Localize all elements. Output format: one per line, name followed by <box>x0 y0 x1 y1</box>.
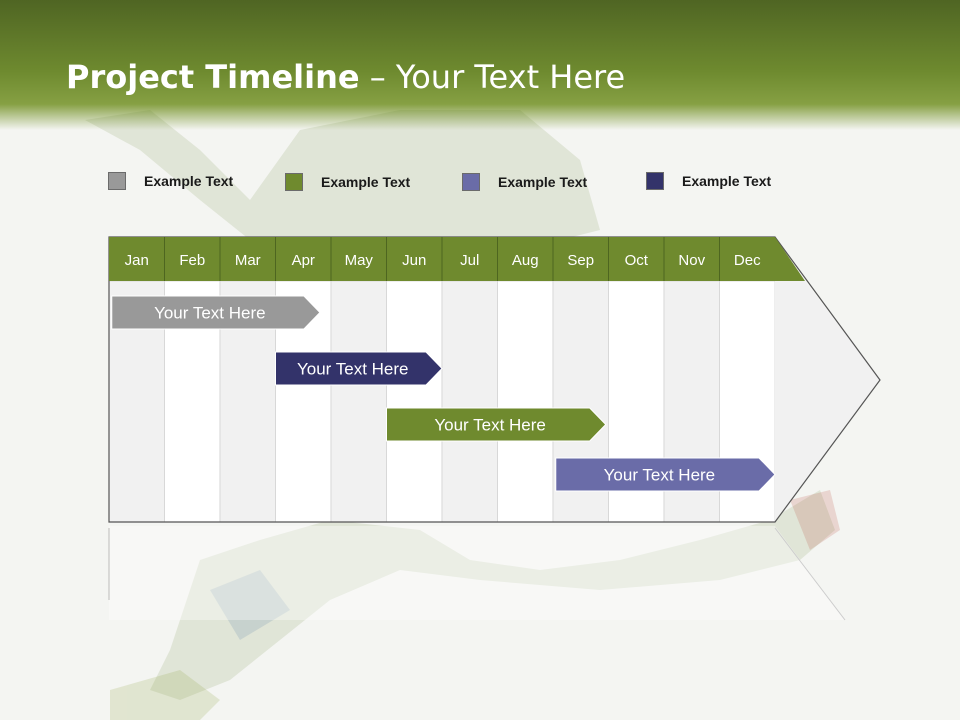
month-label-sep: Sep <box>567 252 594 269</box>
legend-swatch-2 <box>285 173 303 191</box>
legend-item-1: Example Text <box>108 171 233 191</box>
month-labels: Jan Feb Mar Apr May Jun Jul Aug Sep Oct Nov Dec <box>125 252 761 269</box>
legend-label-3: Example Text <box>498 174 588 190</box>
chart-reflection <box>108 526 846 621</box>
task-bar-shape-4 <box>555 457 776 492</box>
month-column-aug <box>497 280 554 523</box>
month-label-may: May <box>345 252 374 269</box>
title-rest-part: – Your Text Here <box>359 58 626 96</box>
task-bar-2: Your Text Here <box>275 351 443 386</box>
task-bar-label-2: Your Text Here <box>297 360 409 379</box>
month-label-feb: Feb <box>179 252 205 269</box>
title-bold-part: Project Timeline <box>66 58 360 96</box>
month-column-may <box>330 280 387 523</box>
task-bar-4: Your Text Here <box>555 457 776 492</box>
page-title: Project Timeline – Your Text Here <box>66 58 625 96</box>
month-column-jul <box>441 280 498 523</box>
task-bar-label-3: Your Text Here <box>434 416 546 435</box>
header-band <box>0 0 960 130</box>
legend-label-4: Example Text <box>682 173 772 189</box>
month-label-jul: Jul <box>460 252 479 269</box>
month-label-jun: Jun <box>402 252 426 269</box>
legend-item-3: Example Text <box>462 172 587 192</box>
reflection-edge-right <box>774 527 846 621</box>
legend-swatch-4 <box>646 172 664 190</box>
month-band <box>109 237 805 281</box>
task-bar-label-4: Your Text Here <box>604 466 716 485</box>
legend-swatch-1 <box>108 172 126 190</box>
month-band-fill <box>109 237 805 281</box>
task-bar-3: Your Text Here <box>386 407 607 442</box>
month-column-jun <box>386 280 443 523</box>
legend-item-4: Example Text <box>646 171 771 191</box>
arrow-head-fill <box>775 281 880 522</box>
task-bar-label-1: Your Text Here <box>154 304 266 323</box>
reflection-shape <box>109 526 845 620</box>
month-label-mar: Mar <box>235 252 261 269</box>
task-bar-shape-2 <box>275 351 443 386</box>
month-label-jan: Jan <box>125 252 149 269</box>
month-label-dec: Dec <box>734 252 761 269</box>
task-bar-shape-3 <box>386 407 607 442</box>
task-bar-shape-1 <box>111 295 321 330</box>
task-bar-1: Your Text Here <box>111 295 321 330</box>
month-label-nov: Nov <box>678 252 705 269</box>
month-label-aug: Aug <box>512 252 539 269</box>
legend-label-1: Example Text <box>144 173 234 189</box>
month-label-oct: Oct <box>625 252 649 269</box>
legend-label-2: Example Text <box>321 174 411 190</box>
month-label-apr: Apr <box>292 252 315 269</box>
legend-swatch-3 <box>462 173 480 191</box>
legend-item-2: Example Text <box>285 172 410 192</box>
